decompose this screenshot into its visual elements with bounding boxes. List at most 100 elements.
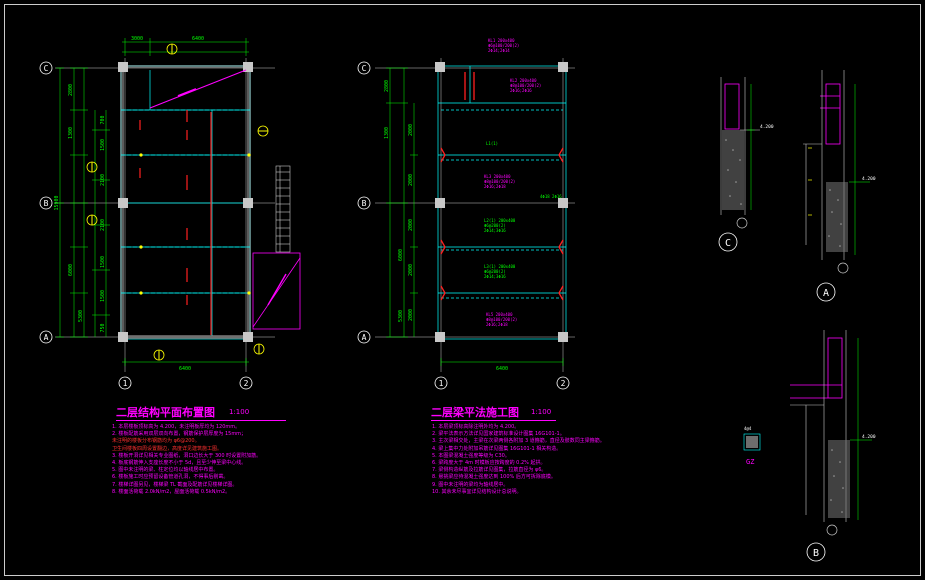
dim-right-inner-2: 2000 xyxy=(408,174,414,186)
svg-text:2Φ16;2Φ16: 2Φ16;2Φ16 xyxy=(510,88,532,93)
section-b-bubble xyxy=(806,542,826,562)
dim-right-inner-4: 2000 xyxy=(408,264,414,276)
elevation-b: 4.200 xyxy=(862,434,876,440)
plan-right-beams: KL1 200x400 Φ6@100/200(2) 2Φ14;2Φ14 KL2 … xyxy=(357,38,575,390)
axis-row-b-right: B xyxy=(362,199,367,208)
plan-right-title: 二层梁平法施工图 xyxy=(431,406,519,419)
right-note-7: 7. 梁侧构造纵筋及拉筋详见图集，拉筋直径为 φ6。 xyxy=(432,467,547,474)
left-note-7: 5. 图中未注明的梁、柱定位均以轴线居中布置。 xyxy=(112,467,219,474)
dim-inner-5: 1500 xyxy=(100,256,106,268)
plan-right-scale: 1:100 xyxy=(531,408,552,416)
axis-col-1-left: 1 xyxy=(123,379,128,388)
svg-text:2Φ16;2Φ18: 2Φ16;2Φ18 xyxy=(484,184,506,189)
section-c-bubble xyxy=(718,232,738,252)
svg-text:Φ6@200(2): Φ6@200(2) xyxy=(484,269,506,274)
right-note-5: 5. 本图梁混凝土强度等级为 C30。 xyxy=(432,452,510,459)
plan-left-title-underline xyxy=(116,420,286,421)
svg-text:Φ8@100/200(2): Φ8@100/200(2) xyxy=(484,179,515,184)
elevation-c: 4.200 xyxy=(760,124,774,130)
left-note-10: 8. 楼面活荷载 2.0kN/m2，屋面活荷载 0.5kN/m2。 xyxy=(112,488,231,495)
section-c-label: C xyxy=(725,238,731,249)
svg-text:KL3 200x400: KL3 200x400 xyxy=(484,174,511,179)
section-a-detail xyxy=(803,70,870,302)
plan-right-title-underline xyxy=(431,420,556,421)
right-note-1: 1. 本层梁顶标高除注明外均为 4.200。 xyxy=(432,424,520,430)
axis-row-c-right: C xyxy=(362,64,367,73)
section-a-bubble xyxy=(816,282,836,302)
axis-row-c-left: C xyxy=(44,64,49,73)
dim-inner-2: 1500 xyxy=(100,139,106,151)
gz-small-label: 4@4 xyxy=(744,426,752,431)
left-note-3: 未注明的楼板分布钢筋均为 φ6@200。 xyxy=(112,438,200,445)
section-a-label: A xyxy=(823,288,829,299)
left-note-2: 2. 楼板配筋采用双层双向布置，钢筋保护层厚度为 15mm； xyxy=(112,431,247,438)
dim-inner-4: 2100 xyxy=(100,219,106,231)
dim-inner-6: 1500 xyxy=(100,290,106,302)
left-note-8: 6. 楼板施工时应预留设备管道孔洞，不得事后剔凿。 xyxy=(112,474,229,481)
dim-left-outer: 15900 xyxy=(54,195,60,210)
left-note-1: 1. 本层楼板顶标高为 4.200，未注明板厚均为 120mm。 xyxy=(112,424,241,430)
section-b-detail xyxy=(743,330,872,562)
axis-row-a-left: A xyxy=(44,333,49,342)
svg-text:2Φ14;3Φ16: 2Φ14;3Φ16 xyxy=(484,228,506,233)
plan-left-labels: C B A 1 2 3000 6400 6400 15900 2800 1300… xyxy=(44,36,249,388)
plan-right-notes: 1. 本层梁顶标高除注明外均为 4.200。 2. 梁平法表示方法详见国家建筑标… xyxy=(432,424,605,496)
elevation-a: 4.200 xyxy=(862,176,876,182)
svg-text:L3(1) 200x400: L3(1) 200x400 xyxy=(484,264,516,269)
left-note-9: 7. 楼梯详图另见，楼梯梁 TL 截面及配筋详见楼梯详图。 xyxy=(112,481,238,488)
dim-left-4: 5300 xyxy=(78,310,84,322)
dim-top-2: 6400 xyxy=(192,36,204,42)
svg-text:KL2 200x400: KL2 200x400 xyxy=(510,78,537,83)
svg-text:KL5 200x400: KL5 200x400 xyxy=(486,312,513,317)
axis-col-2-left: 2 xyxy=(244,379,249,388)
axis-row-b-left: B xyxy=(44,199,49,208)
right-note-9: 9. 图中未注明的梁均为轴线居中。 xyxy=(432,481,509,488)
dim-right-inner-1: 2000 xyxy=(408,124,414,136)
svg-text:4Φ18 2Φ16: 4Φ18 2Φ16 xyxy=(540,194,562,199)
dim-right-1: 2800 xyxy=(384,80,390,92)
dim-bottom-right: 6400 xyxy=(496,366,508,372)
svg-text:L1(1): L1(1) xyxy=(486,141,498,146)
svg-text:Φ6@200(2): Φ6@200(2) xyxy=(484,223,506,228)
left-note-6: 4. 板底钢筋伸入支座长度不小于 5d，且至少伸至梁中心线。 xyxy=(112,460,247,467)
section-b-label: B xyxy=(813,548,819,559)
plan-left-structure xyxy=(39,38,301,390)
right-note-8: 8. 悬挑梁应待混凝土强度达到 100% 后方可拆除底模。 xyxy=(432,474,556,481)
dim-inner-1: 700 xyxy=(100,115,106,124)
svg-text:Φ8@100/200(2): Φ8@100/200(2) xyxy=(486,317,517,322)
right-note-2: 2. 梁平法表示方法详见国家建筑标准设计图集 16G101-1。 xyxy=(432,431,565,438)
section-c-detail xyxy=(718,77,760,252)
gz-label: GZ xyxy=(746,458,754,466)
dim-bottom-left: 6400 xyxy=(179,366,191,372)
dim-left-1: 2800 xyxy=(68,84,74,96)
dim-inner-7: 750 xyxy=(100,323,106,332)
axis-col-1-right: 1 xyxy=(439,379,444,388)
plan-right-labels: C B A 1 2 6400 2800 1300 6000 5300 2000 … xyxy=(362,64,566,388)
plan-left-title: 二层结构平面布置图 xyxy=(116,406,215,419)
dim-right-4: 5300 xyxy=(398,310,404,322)
dim-left-2: 1300 xyxy=(68,127,74,139)
dim-left-3: 6000 xyxy=(68,264,74,276)
right-note-4: 4. 梁上集中力处附加吊筋详见图集 16G101-1 相关构造。 xyxy=(432,445,562,452)
dim-top-1: 3000 xyxy=(131,36,143,42)
svg-text:Φ6@100/200(2): Φ6@100/200(2) xyxy=(488,43,519,48)
drawing-frame xyxy=(4,4,921,576)
dim-inner-3: 2100 xyxy=(100,174,106,186)
svg-text:Φ8@100/200(2): Φ8@100/200(2) xyxy=(510,83,541,88)
right-note-3: 3. 主次梁相交处，主梁在次梁两侧各附加 3 道箍筋，直径及肢数同主梁箍筋。 xyxy=(432,438,605,445)
dim-right-inner-3: 2000 xyxy=(408,219,414,231)
plan-left-notes: 1. 本层楼板顶标高为 4.200，未注明板厚均为 120mm。 2. 楼板配筋… xyxy=(112,424,261,496)
left-note-4: 卫生间楼板四周设置翻边，高度详见建筑施工图。 xyxy=(112,445,223,452)
svg-text:2Φ14;2Φ14: 2Φ14;2Φ14 xyxy=(488,48,510,53)
axis-col-2-right: 2 xyxy=(561,379,566,388)
right-note-6: 6. 梁跨度大于 4m 时模板应按跨度的 0.2% 起拱。 xyxy=(432,460,546,467)
dim-right-2: 1300 xyxy=(384,127,390,139)
right-note-10: 10. 其余未尽事宜详见结构设计总说明。 xyxy=(432,488,522,495)
section-labels: C A B 4.200 4.200 4.200 GZ 4@4 xyxy=(725,124,876,559)
dim-right-3: 6000 xyxy=(398,249,404,261)
svg-text:L2(1) 200x400: L2(1) 200x400 xyxy=(484,218,516,223)
svg-text:2Φ14;3Φ16: 2Φ14;3Φ16 xyxy=(484,274,506,279)
plan-left-scale: 1:100 xyxy=(229,408,250,416)
svg-text:KL1 200x400: KL1 200x400 xyxy=(488,38,515,43)
